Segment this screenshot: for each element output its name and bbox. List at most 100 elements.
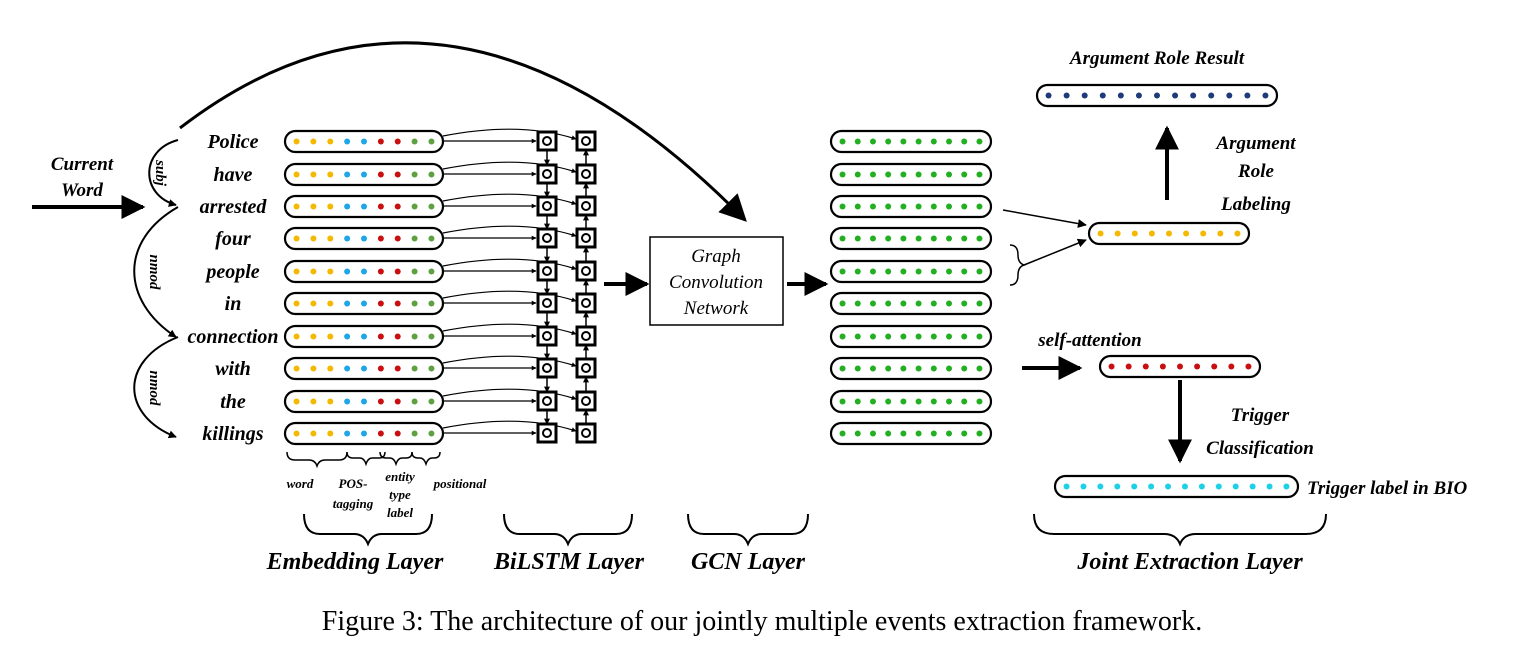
vector-dot — [293, 333, 300, 340]
sentence-word: killings — [202, 423, 263, 445]
vector-dot — [411, 235, 418, 242]
vector-dot — [327, 398, 334, 405]
gcn-output-vector — [829, 226, 993, 251]
vector-dot — [885, 203, 892, 210]
vector-dot — [946, 430, 953, 437]
vector-dot — [900, 171, 907, 178]
vector-dot — [310, 171, 317, 178]
embedding-vector — [283, 356, 445, 381]
vector-dot — [394, 235, 401, 242]
vector-dot — [869, 171, 876, 178]
vector-dot — [344, 398, 351, 405]
forward-lstm-cell — [536, 260, 558, 282]
vector-dot — [361, 235, 367, 242]
vector-dot — [1148, 230, 1155, 237]
current-word-label-line2: Word — [61, 180, 103, 201]
vector-dot — [961, 365, 968, 372]
vector-dot — [900, 365, 907, 372]
vector-dot — [1190, 92, 1197, 99]
vector-dot — [1097, 230, 1104, 237]
vector-dot — [1249, 483, 1256, 490]
vector-dot — [361, 171, 367, 178]
nmod-arc-1 — [133, 206, 179, 338]
entity-component-label-1: entity — [385, 469, 415, 484]
vector-dot — [361, 300, 367, 307]
vector-dot — [915, 203, 922, 210]
vector-dot — [293, 365, 300, 372]
vector-dot — [930, 430, 937, 437]
vector-dot — [293, 203, 300, 210]
vector-dot — [377, 300, 384, 307]
vector-dot — [310, 430, 317, 437]
forward-lstm-cell — [536, 357, 558, 379]
backward-lstm-cell — [575, 163, 597, 185]
vector-dot — [1165, 483, 1172, 490]
forward-lstm-cell — [536, 422, 558, 444]
gcn-output-vector — [829, 291, 993, 316]
vector-dot — [394, 333, 401, 340]
vector-dot — [327, 333, 334, 340]
embedding-vector — [283, 389, 445, 414]
vector-dot — [839, 235, 846, 242]
vector-dot — [411, 365, 418, 372]
vector-dot — [976, 365, 983, 372]
vector-dot — [930, 138, 937, 145]
vector-dot — [293, 268, 300, 275]
vector-dot — [961, 398, 968, 405]
graph-edge-arrow — [179, 41, 747, 222]
gcn-output-vector — [829, 162, 993, 187]
vector-dot — [293, 430, 300, 437]
vector-dot — [428, 203, 435, 210]
vector-dot — [377, 171, 384, 178]
vector-dot — [869, 430, 876, 437]
vector-dot — [377, 333, 384, 340]
vector-dot — [1232, 483, 1239, 490]
vector-dot — [946, 398, 953, 405]
vector-dot — [361, 365, 367, 372]
vector-dot — [327, 171, 334, 178]
vector-dot — [976, 300, 983, 307]
vector-dot — [961, 138, 968, 145]
vector-dot — [946, 171, 953, 178]
backward-lstm-cell — [575, 422, 597, 444]
vector-dot — [428, 398, 435, 405]
embedding-to-backward-lstm-arrow — [442, 225, 577, 237]
vector-dot — [869, 268, 876, 275]
entity-to-argument-line — [1023, 238, 1087, 266]
vector-dot — [1081, 92, 1088, 99]
vector-dot — [930, 398, 937, 405]
embedding-to-backward-lstm-arrow — [442, 355, 577, 367]
vector-dot — [915, 171, 922, 178]
vector-dot — [961, 203, 968, 210]
backward-lstm-cell — [575, 260, 597, 282]
vector-dot — [854, 430, 861, 437]
vector-dot — [946, 268, 953, 275]
vector-dot — [293, 300, 300, 307]
vector-dot — [900, 398, 907, 405]
word-component-label: word — [287, 476, 314, 491]
vector-dot — [344, 171, 351, 178]
vector-dot — [1177, 363, 1183, 370]
vector-dot — [344, 268, 351, 275]
vector-dot — [869, 300, 876, 307]
vector-dot — [1208, 92, 1215, 99]
gcn-box-line2: Convolution — [669, 272, 763, 293]
vector-dot — [411, 430, 418, 437]
argument-candidate-vector — [1087, 221, 1251, 246]
vector-dot — [885, 235, 892, 242]
dependency-arcs: subj nmod nmod — [133, 139, 179, 439]
vector-dot — [327, 203, 334, 210]
vector-dot — [1097, 483, 1104, 490]
forward-lstm-cell — [536, 390, 558, 412]
vector-dot — [1063, 92, 1070, 99]
figure-caption: Figure 3: The architecture of our jointl… — [322, 606, 1202, 637]
sentence-words: Policehavearrestedfourpeopleinconnection… — [187, 131, 278, 445]
vector-dot — [900, 203, 907, 210]
embedding-vectors — [283, 129, 445, 446]
vector-dot — [1217, 230, 1224, 237]
vector-dot — [1159, 363, 1166, 370]
vector-dot — [854, 138, 861, 145]
pos-brace — [346, 451, 386, 467]
vector-dot — [428, 171, 435, 178]
vector-dot — [428, 235, 435, 242]
